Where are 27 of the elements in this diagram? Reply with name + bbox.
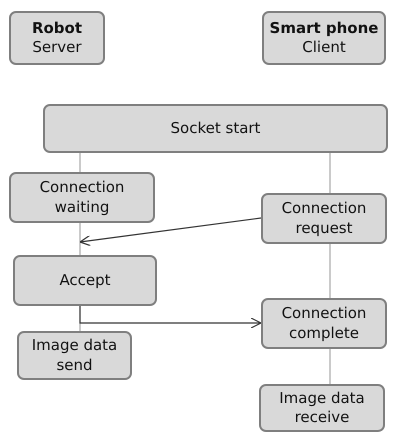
step-label: Image data receive [278, 388, 366, 428]
step-label: Connection complete [280, 304, 368, 343]
connector-line [79, 223, 81, 255]
step-label: Connection request [280, 199, 368, 238]
step-label: Socket start [170, 118, 260, 138]
step-label: Server [32, 38, 82, 58]
process-box [9, 172, 155, 223]
connector-line [329, 153, 331, 193]
process-box [261, 298, 387, 349]
arrow [79, 217, 262, 246]
actor-box [9, 11, 105, 65]
actor-box [262, 11, 386, 65]
connector-line [329, 349, 331, 384]
arrow [79, 306, 262, 329]
process-box [261, 193, 387, 244]
step-label: Client [302, 38, 346, 58]
step-label: Connection waiting [38, 178, 126, 217]
actor-title: Smart phone [270, 18, 378, 38]
connector-line [79, 153, 81, 172]
process-box [259, 384, 385, 432]
process-box [13, 255, 157, 306]
step-label: Image data send [30, 336, 118, 375]
connector-line [329, 244, 331, 298]
step-label: Accept [59, 270, 111, 290]
process-box [17, 331, 132, 380]
actor-title: Robot [32, 18, 82, 38]
process-box [43, 104, 388, 153]
